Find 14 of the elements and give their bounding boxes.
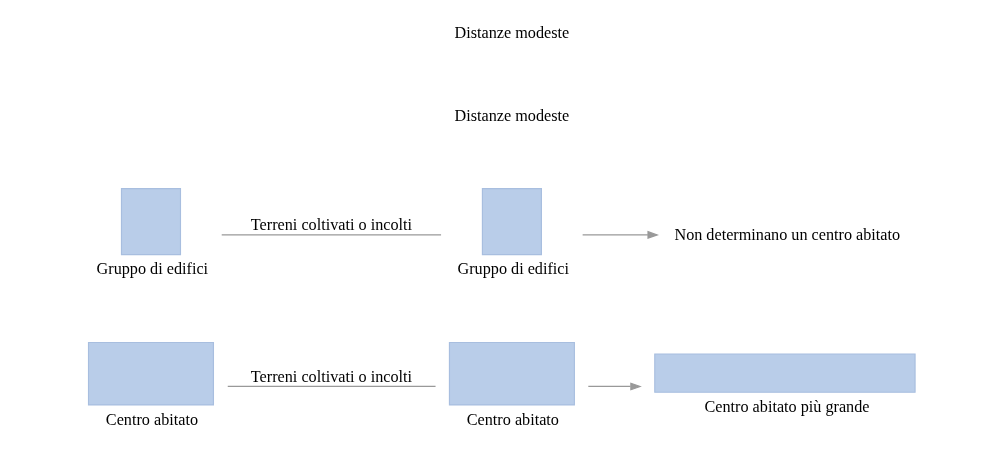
connector: [221, 234, 442, 236]
node-label: Centro abitato più grande: [704, 398, 870, 417]
node-text: Non determinano un centro abitato: [674, 225, 901, 244]
node-label: Centro abitato: [105, 410, 199, 429]
label: Distanze modeste: [454, 23, 570, 42]
label: Distanze modeste: [454, 107, 570, 126]
connector: [227, 385, 437, 387]
arrow: [582, 230, 659, 239]
edge-label: Terreni coltivati o incolti: [250, 216, 413, 235]
node-label: Gruppo di edifici: [96, 260, 209, 279]
arrow: [587, 382, 642, 391]
node-label: Centro abitato: [466, 410, 559, 429]
edge-label: Terreni coltivati o incolti: [250, 368, 413, 387]
node-label: Gruppo di edifici: [457, 260, 570, 279]
